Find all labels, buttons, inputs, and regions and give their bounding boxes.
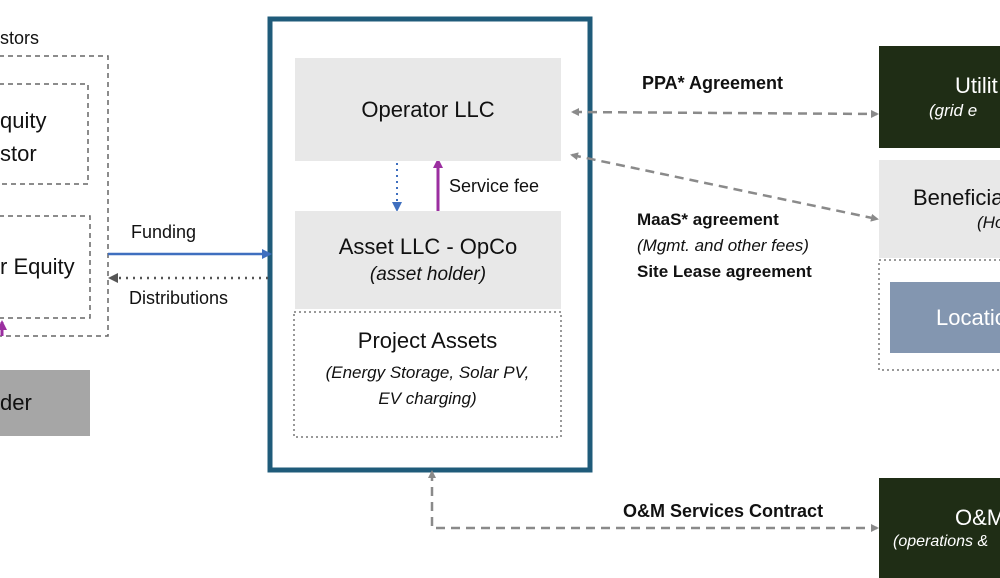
asset-llc-label: Asset LLC - OpCo (338, 234, 518, 259)
tax-equity-border (0, 215, 91, 319)
location-label: Locatio (936, 304, 1000, 330)
location-box: Locatio (890, 282, 1000, 353)
om-contract-label: O&M Services Contract (623, 501, 824, 521)
asset-llc-box: Asset LLC - OpCo (asset holder) (295, 211, 561, 309)
location-group-border (878, 259, 1000, 371)
operator-llc-label: Operator LLC (361, 96, 495, 122)
funding-label: Funding (131, 222, 197, 242)
equity-investor-border (0, 83, 89, 185)
maas-agreement-label: MaaS* agreement (637, 210, 779, 229)
holder-box: der (0, 370, 90, 436)
site-lease-label: Site Lease agreement (637, 262, 812, 281)
om-sub-label: (operations & (893, 533, 989, 550)
equity-investor-box: quity stor (0, 104, 86, 170)
project-assets-detail: (Energy Storage, Solar PV, EV charging) (325, 363, 530, 408)
om-box: O&M (operations & (879, 478, 1000, 578)
ppa-agreement-label: PPA* Agreement (642, 73, 784, 93)
utility-box: Utilit (grid e (879, 46, 1000, 148)
investors-label: stors (0, 28, 40, 48)
project-assets-label: Project Assets (357, 328, 498, 353)
maas-label-group: MaaS* agreement (Mgmt. and other fees) S… (637, 207, 812, 285)
equity-investor-line2: stor (0, 141, 37, 166)
maas-arrow (570, 152, 879, 222)
utility-label: Utilit (955, 73, 998, 98)
om-label: O&M (955, 505, 1000, 530)
asset-holder-label: (asset holder) (369, 264, 487, 285)
ppa-arrow (571, 108, 879, 118)
beneficiary-box: Beneficia (Ho (879, 160, 1000, 258)
service-fee-label: Service fee (449, 176, 540, 196)
equity-investor-line1: quity (0, 108, 47, 133)
beneficiary-label: Beneficia (913, 185, 1000, 210)
tax-equity-label: r Equity (0, 254, 75, 279)
distributions-label: Distributions (129, 288, 229, 308)
operator-llc-box: Operator LLC (295, 58, 561, 161)
project-assets-border (293, 311, 562, 438)
om-arrow (428, 470, 879, 532)
utility-sub-label: (grid e (929, 101, 978, 120)
holder-label: der (0, 390, 32, 415)
project-assets-box: Project Assets (Energy Storage, Solar PV… (300, 318, 555, 431)
investors-group-border (0, 55, 109, 337)
maas-fees-label: (Mgmt. and other fees) (637, 236, 809, 255)
beneficiary-sub-label: (Ho (977, 213, 1000, 232)
